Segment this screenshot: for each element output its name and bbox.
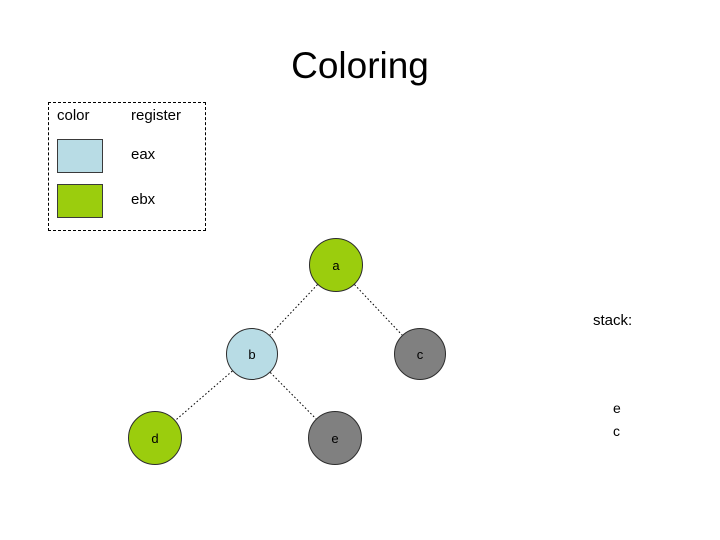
legend-register-label: ebx (131, 191, 156, 208)
graph-node-d[interactable]: d (128, 411, 182, 465)
graph-edge-b-e (269, 372, 317, 420)
graph-node-label: e (331, 430, 339, 446)
graph-node-label: a (332, 257, 340, 273)
color-swatch-eax (57, 139, 103, 173)
color-swatch-ebx (57, 184, 103, 218)
legend-row: eax (49, 137, 207, 173)
graph-node-b[interactable]: b (226, 328, 278, 380)
legend-header-register: register (131, 107, 182, 124)
stack-label: stack: (593, 312, 633, 329)
graph-edge-a-b (269, 284, 318, 336)
graph-node-c[interactable]: c (394, 328, 446, 380)
color-register-legend: color register eax ebx (48, 102, 206, 231)
graph-edge-b-d (175, 370, 233, 421)
graph-node-label: c (416, 346, 424, 362)
graph-node-label: d (151, 430, 159, 446)
graph-node-e[interactable]: e (308, 411, 362, 465)
page-title: Coloring (291, 45, 429, 86)
stack-item: c (613, 423, 620, 439)
graph-node-label: b (248, 346, 256, 362)
legend-row: ebx (49, 182, 207, 218)
graph-node-a[interactable]: a (309, 238, 363, 292)
stack-item: e (613, 400, 621, 416)
legend-register-label: eax (131, 146, 156, 163)
graph-edge-a-c (354, 284, 403, 336)
legend-header-color: color (57, 107, 90, 124)
